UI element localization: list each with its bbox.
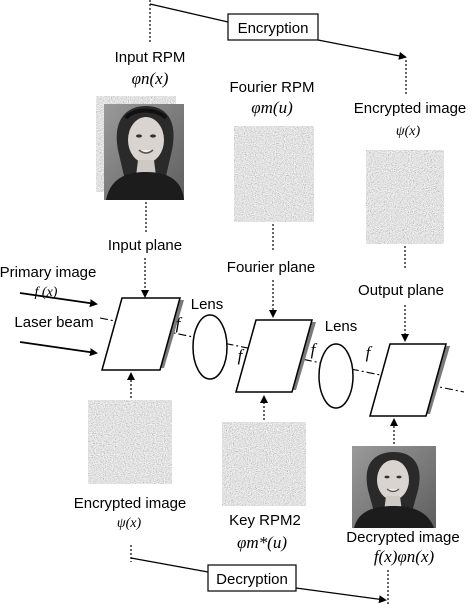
fourier-plane-plate — [235, 319, 316, 393]
encrypted-image-top-symbol: ψ(x) — [396, 124, 421, 139]
encrypted-image-bottom-symbol: ψ(x) — [117, 516, 142, 531]
focal-symbol-4: f — [366, 343, 373, 362]
primary-image-label: Primary image — [0, 264, 96, 281]
encryption-box — [227, 13, 319, 41]
laser-beam-label: Laser beam — [14, 314, 93, 331]
fourier-rpm-label: Fourier RPM — [229, 79, 314, 96]
decryption-flow: Decryption — [130, 545, 389, 604]
encrypted-image-top-noise — [366, 150, 444, 244]
input-rpm-symbol: φn(x) — [132, 69, 169, 88]
encrypted-image-bottom-noise — [88, 400, 172, 484]
encrypted-image-top-label: Encrypted image — [354, 100, 467, 117]
input-plane-plate — [101, 297, 184, 371]
lens-1 — [192, 314, 228, 380]
fourier-plane-label: Fourier plane — [227, 259, 315, 276]
decrypted-image-symbol: f(x)φn(x) — [374, 547, 435, 566]
key-rpm2-symbol: φm*(u) — [237, 533, 287, 552]
focal-symbol-1: f — [176, 314, 183, 333]
output-plane-plate — [369, 343, 450, 417]
output-plane-label: Output plane — [358, 282, 444, 299]
key-rpm2-label: Key RPM2 — [229, 512, 301, 529]
input-rpm-label: Input RPM — [115, 49, 186, 66]
encryption-flow: Encryption — [149, 0, 407, 96]
encryption-label: Encryption — [238, 20, 309, 37]
lens-2-label: Lens — [325, 318, 358, 335]
key-rpm2-noise — [222, 422, 306, 506]
input-plane-label: Input plane — [108, 237, 182, 254]
focal-symbol-3: f — [311, 340, 318, 359]
lens-1-label: Lens — [191, 296, 224, 313]
lens-2 — [318, 343, 354, 409]
fourier-rpm-symbol: φm(u) — [251, 98, 293, 117]
input-portrait — [104, 104, 184, 200]
decryption-box — [207, 564, 297, 592]
fourier-rpm-noise — [234, 126, 314, 222]
decryption-label: Decryption — [216, 571, 288, 588]
focal-symbol-2: f — [238, 346, 245, 365]
decrypted-portrait — [352, 446, 436, 528]
decrypted-image-label: Decrypted image — [346, 529, 459, 546]
encrypted-image-bottom-label: Encrypted image — [74, 495, 187, 512]
